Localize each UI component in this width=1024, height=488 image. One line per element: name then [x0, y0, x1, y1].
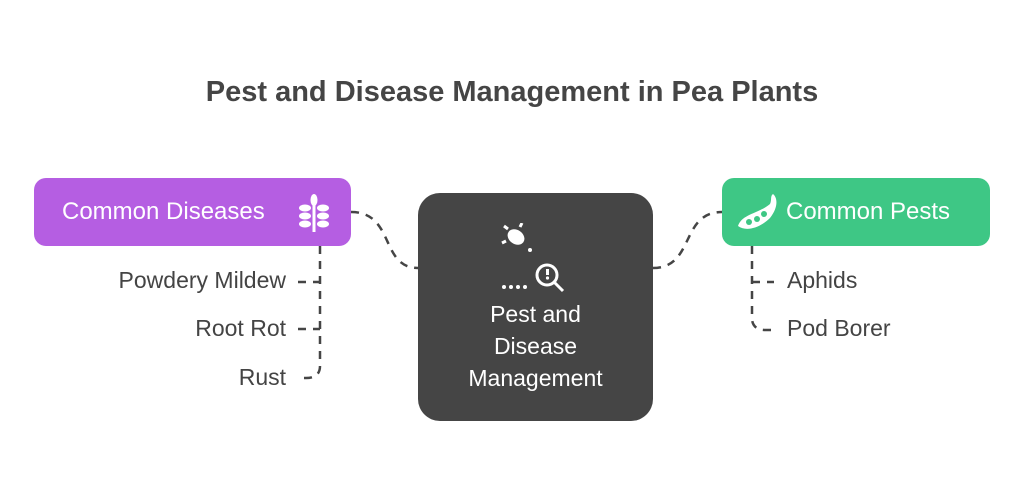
disease-item: Rust: [238, 364, 286, 390]
connector-diseases-center: [350, 210, 419, 270]
center-line-1: Pest and: [490, 301, 581, 327]
disease-item: Powdery Mildew: [118, 267, 286, 293]
common-pests-label: Common Pests: [786, 198, 951, 225]
diagram-title: Pest and Disease Management in Pea Plant…: [205, 76, 819, 108]
common-diseases-label: Common Diseases: [62, 198, 265, 225]
common-pests-node: Common Pests: [722, 178, 990, 246]
pea-pod-icon: [738, 194, 777, 229]
common-diseases-node: Common Diseases: [34, 178, 351, 246]
center-line-3: Management: [468, 365, 603, 391]
disease-item: Root Rot: [195, 315, 286, 341]
wheat-icon: [299, 194, 329, 232]
pest-inspection-icon: [501, 223, 565, 293]
connector-pests-list: [750, 246, 774, 332]
center-node: Pest and Disease Management: [418, 193, 653, 421]
connector-center-pests: [652, 210, 723, 270]
connector-diseases-list: [300, 246, 322, 380]
pest-item: Aphids: [787, 267, 858, 293]
center-line-2: Disease: [493, 333, 578, 359]
pest-item: Pod Borer: [787, 315, 891, 341]
